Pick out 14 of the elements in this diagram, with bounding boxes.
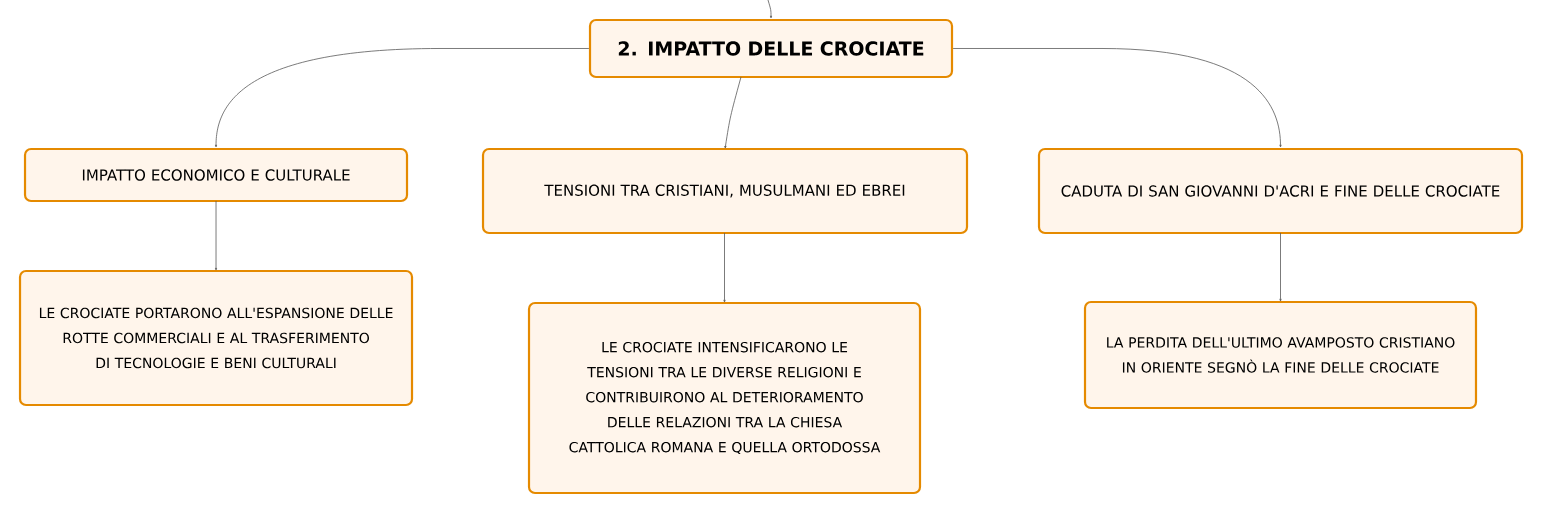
arrow — [952, 48, 1282, 148]
title-box: 2. IMPATTO DELLE CROCIATE — [588, 18, 954, 79]
arrow — [723, 232, 726, 303]
topic-box: CADUTA DI SAN GIOVANNI D'ACRI E FINE DELLE CROCIATE — [1037, 147, 1524, 235]
arrow — [724, 76, 742, 149]
arrow — [214, 200, 218, 271]
arrow — [767, 0, 773, 19]
topic-box: IMPATTO ECONOMICO E CULTURALE — [23, 147, 409, 203]
topic-box: LA PERDITA DELL'ULTIMO AVAMPOSTO CRISTIANO IN ORIENTE SEGNÒ LA FINE DELLE CROCIATE — [1083, 300, 1478, 410]
arrow — [214, 48, 590, 148]
arrow — [1279, 232, 1282, 302]
topic-box: LE CROCIATE INTENSIFICARONO LE TENSIONI TRA LE DIVERSE RELIGIONI E CONTRIBUIRONO AL DETERIORAMENTO DELLE RELAZIONI TRA LA CHIESA CATTOLICA ROMANA E QUELLA ORTODOSSA — [527, 301, 922, 495]
topic-box: TENSIONI TRA CRISTIANI, MUSULMANI ED EBREI — [481, 147, 969, 235]
topic-box: LE CROCIATE PORTARONO ALL'ESPANSIONE DELLE ROTTE COMMERCIALI E AL TRASFERIMENTO DI TECNOLOGIE E BENI CULTURALI — [18, 269, 414, 407]
